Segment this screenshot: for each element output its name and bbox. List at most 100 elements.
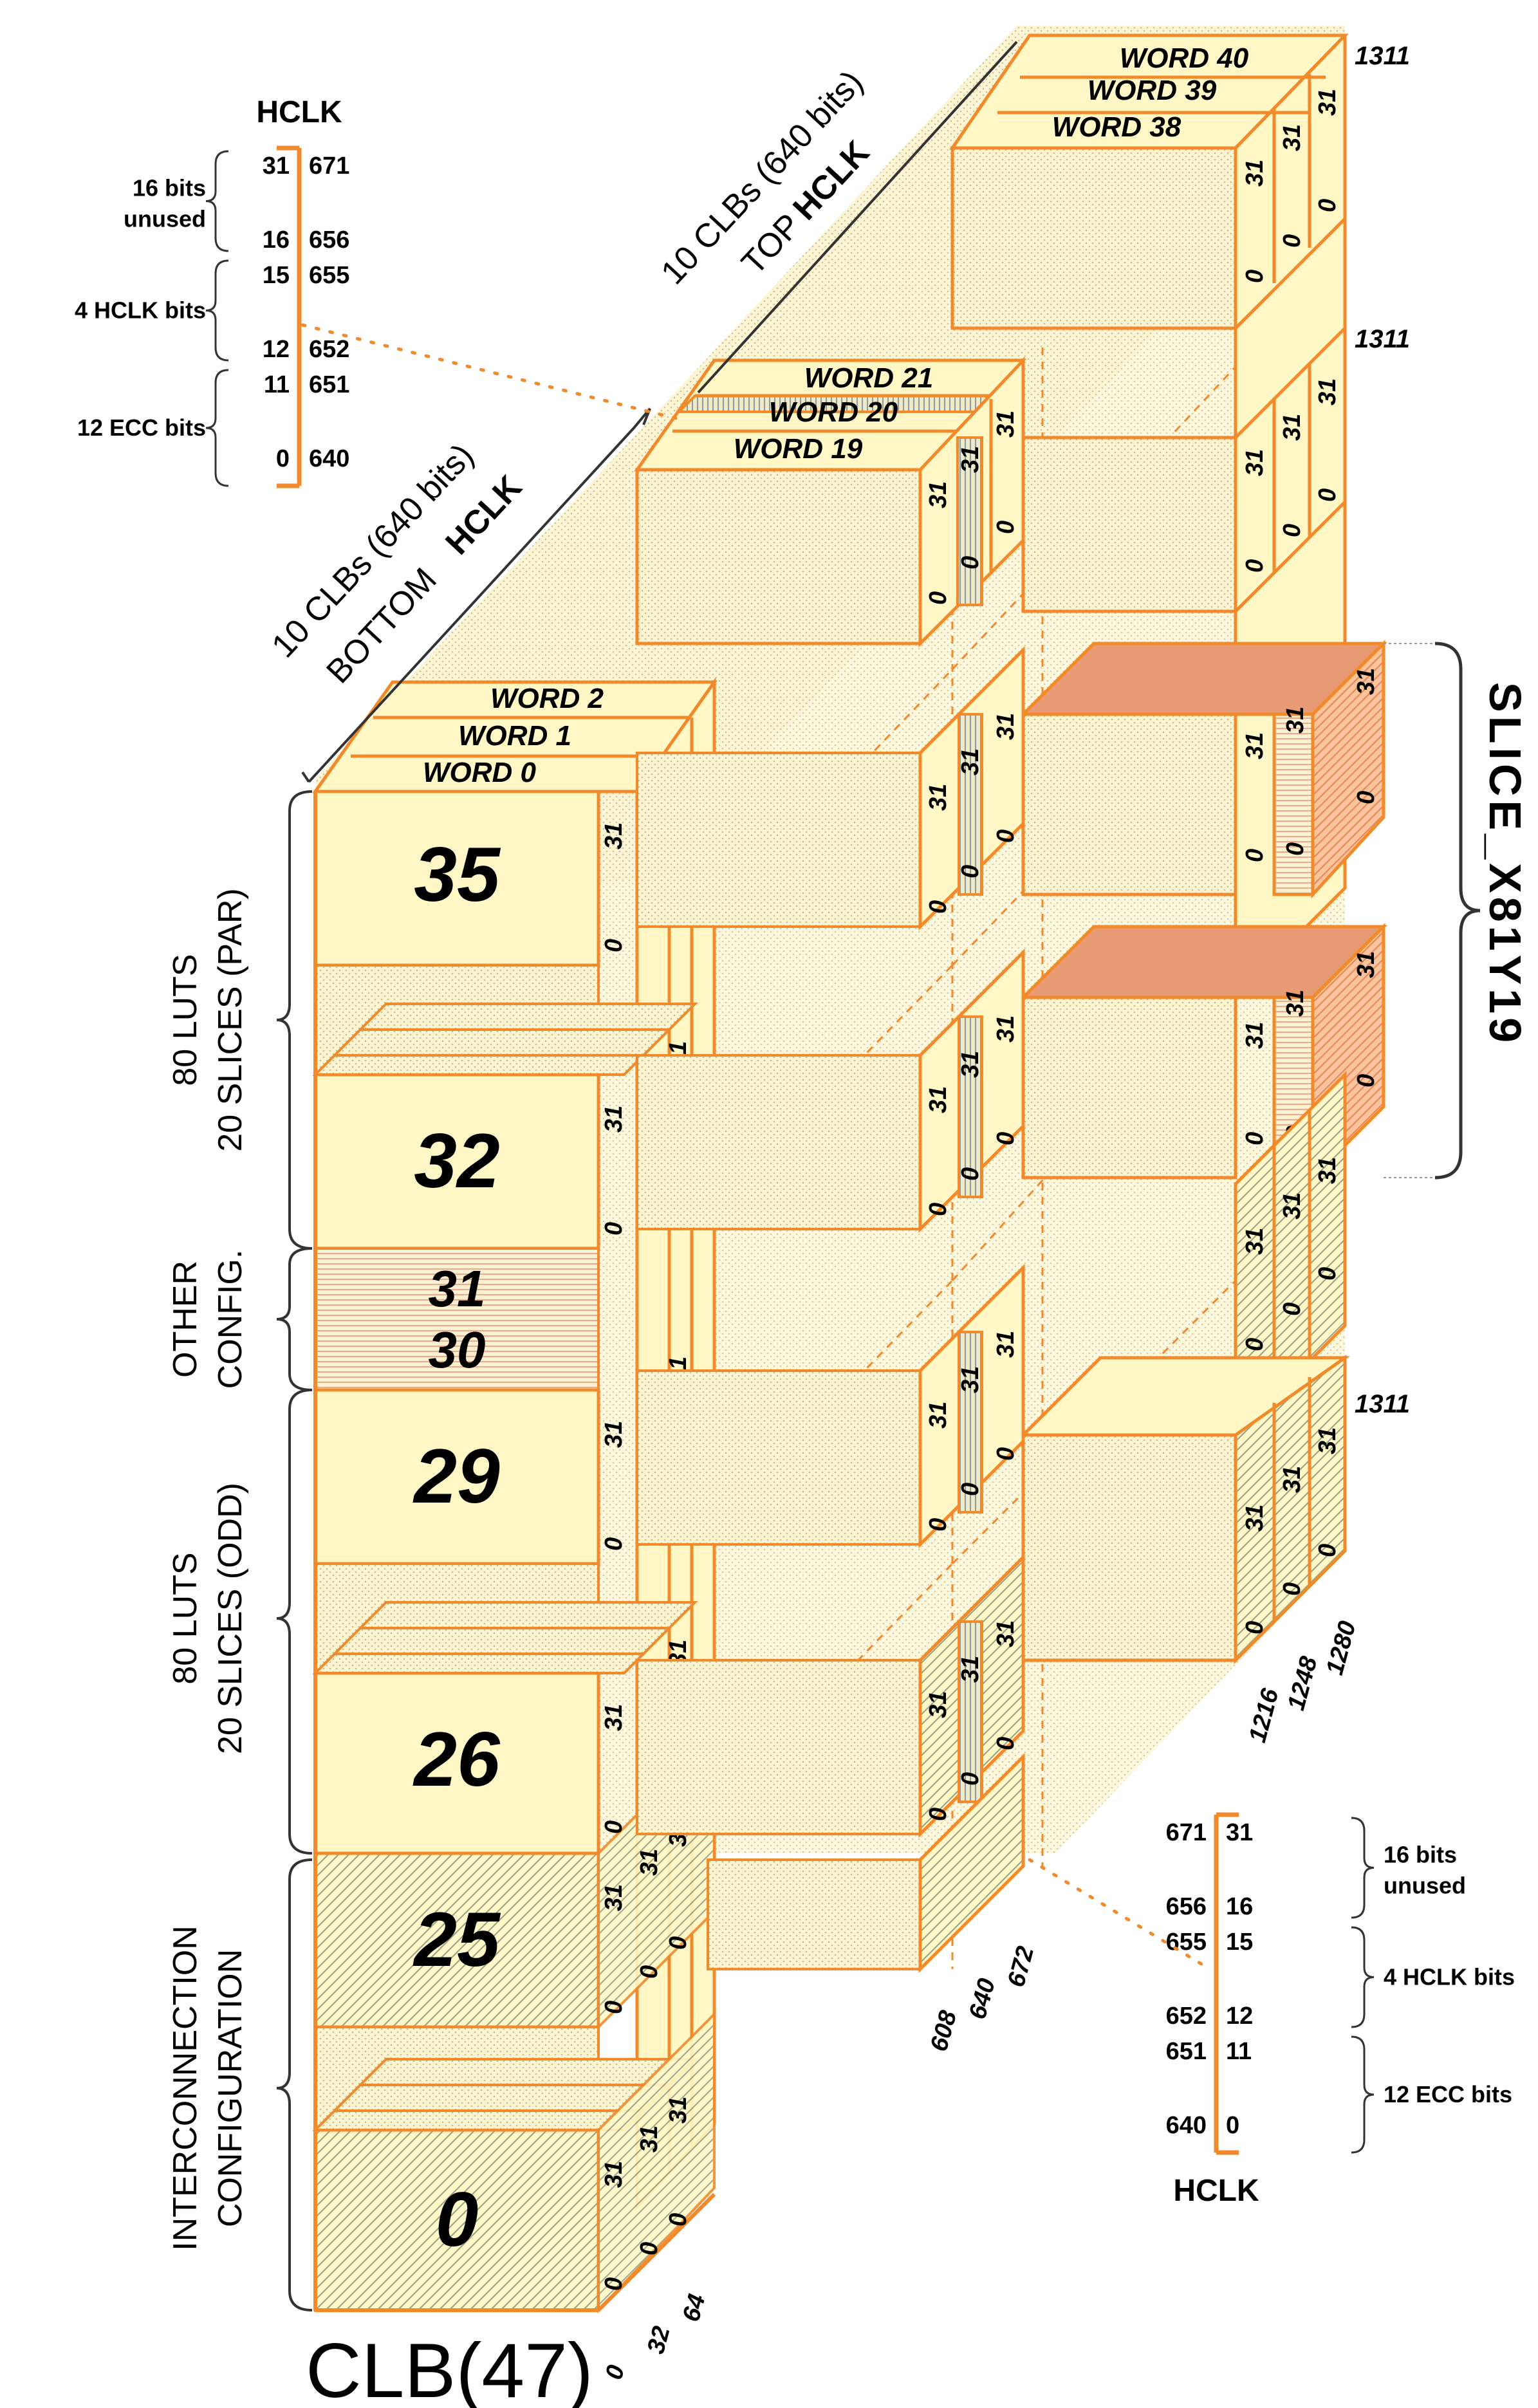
rlow-bit0-c: 0 [1314,1267,1341,1281]
frame-25-label: 25 [412,1896,501,1983]
second-bit31-3-1: 31 [957,1656,984,1683]
axis-bottom-0: 0 [600,2362,630,2382]
hclk-word-index: 12 [263,336,290,363]
front-bit31-5-2: 31 [665,2097,692,2124]
rmid-bit0-c: 0 [1314,488,1341,502]
slice-bit31-f: 31 [1353,951,1380,978]
frame-26 [313,1671,600,1855]
mid-stack-bit0-c: 0 [992,521,1019,534]
hclk-bit-index: 651 [1166,2038,1207,2065]
hclk-bit-index: 671 [1166,1819,1207,1846]
other-config-31: 31 [429,1260,486,1317]
rlow-bit0-f: 0 [1314,1544,1341,1557]
word-38-label: WORD 38 [1052,111,1181,143]
top-word-stack: WORD 40 WORD 39 WORD 38 31 0 31 0 31 0 1… [949,33,1410,1002]
axis-right-1248: 1248 [1283,1653,1323,1713]
region-par-line2: 20 SLICES (PAR) [212,888,249,1151]
hclk-title: HCLK [256,95,342,129]
end-marker-middle: 1311 [1355,325,1410,353]
second-bit31-2-0: 31 [925,1402,952,1429]
hclk-group-label: 4 HCLK bits [75,297,206,324]
second-bit0-0-2: 0 [992,829,1019,843]
second-bit0-1-0: 0 [925,1203,952,1216]
hclk-group-brace [1351,1926,1375,2028]
right-mid-stack: 31 0 31 0 31 0 1311 [1021,324,1410,616]
front-bit0-0-0: 0 [600,939,627,952]
second-bit0-1-1: 0 [957,1167,984,1181]
hclk-bit-index: 640 [309,445,349,472]
hclk-word-index: 16 [263,227,290,254]
front-bit31-5-1: 31 [636,2126,663,2153]
front-bit0-4-2: 0 [665,1936,692,1950]
second-bit31-1-2: 31 [992,1015,1019,1042]
hclk-word-index: 11 [264,371,290,398]
front-bit0-3-0: 0 [600,1820,627,1834]
second-bit0-1-2: 0 [992,1132,1019,1145]
hclk-bit-index: 652 [1166,2003,1207,2030]
front-bit31-1-0: 31 [600,1106,627,1133]
second-bit0-3-2: 0 [992,1737,1019,1750]
frame-26-label: 26 [412,1716,501,1802]
hclk-bit-index: 652 [309,336,349,363]
rlow-bit31-d: 31 [1241,1505,1268,1532]
second-bit0-3-0: 0 [925,1808,952,1821]
front-bit31-2-0: 31 [600,1421,627,1448]
front-bit0-4-0: 0 [600,2001,627,2014]
frame-29 [313,1388,600,1566]
second-bit0-3-1: 0 [957,1772,984,1786]
second-bit31-3-0: 31 [925,1691,952,1718]
second-bit31-2-2: 31 [992,1331,1019,1358]
hclk-group-brace [1351,1817,1375,1919]
second-bit31-0-0: 31 [925,784,952,811]
hclk-group-label: 12 ECC bits [77,414,206,441]
end-marker-top: 1311 [1355,42,1410,70]
hclk-word-index: 0 [1226,2112,1239,2139]
rlow-bit0-d: 0 [1241,1621,1268,1635]
front-bit31-4-1: 31 [636,1849,663,1876]
hclk-group-brace [205,369,229,487]
axis-bottom-64: 64 [678,2292,711,2325]
front-bit0-5-0: 0 [600,2277,627,2291]
second-bit0-0-1: 0 [957,865,984,878]
hclk-group-brace [205,259,229,362]
hclk-word-index: 15 [1226,1929,1253,1956]
top-stack-bit31-b: 31 [1279,124,1306,151]
rlow-bit31-b: 31 [1279,1192,1306,1219]
hclk-word-index: 0 [276,445,290,472]
left-braces [276,790,313,2311]
front-bit0-5-1: 0 [636,2242,663,2255]
rmid-bit0-b: 0 [1279,524,1306,537]
slice-bit31-a: 31 [1241,732,1268,759]
second-bit0-2-2: 0 [992,1447,1019,1461]
region-par-line1: 80 LUTS [167,954,204,1086]
slice-highlight: 31 0 31 0 31 0 31 0 31 0 31 0 [1019,639,1435,1182]
axis-mid-672: 672 [1003,1943,1039,1990]
word-1-label: WORD 1 [458,720,571,752]
hclk-word-index: 31 [1226,1819,1253,1846]
word-2-label: WORD 2 [490,683,604,714]
rmid-bit31-b: 31 [1279,414,1306,441]
rlow-bit31-e: 31 [1279,1466,1306,1493]
word-39-label: WORD 39 [1088,75,1217,106]
top-stack-bit31-c: 31 [1314,89,1341,116]
hclk-group-label: unused [1384,1873,1466,1899]
slice-bit31-b: 31 [1282,707,1309,734]
region-odd-line1: 80 LUTS [167,1552,204,1684]
axis-mid-640: 640 [964,1976,1001,2022]
mid-stack-bit31-a: 31 [925,481,952,508]
middle-word-stack: WORD 21 WORD 20 WORD 19 31 0 31 0 31 0 [634,356,1026,648]
region-interconnect-line2: CONFIGURATION [212,1949,249,2227]
front-bit0-4-1: 0 [636,1965,663,1979]
frame-0-label: 0 [436,2176,479,2263]
top-stack-bit0-a: 0 [1241,270,1268,283]
other-config-block [314,1247,600,1391]
second-bit31-0-1: 31 [957,748,984,775]
hclk-word-index: 12 [1226,2003,1253,2030]
front-bit0-2-0: 0 [600,1537,627,1551]
word-19-label: WORD 19 [734,433,863,465]
slice-bit0-c: 0 [1353,791,1380,804]
front-bit0-5-2: 0 [665,2213,692,2227]
slice-bit0-d: 0 [1241,1132,1268,1145]
